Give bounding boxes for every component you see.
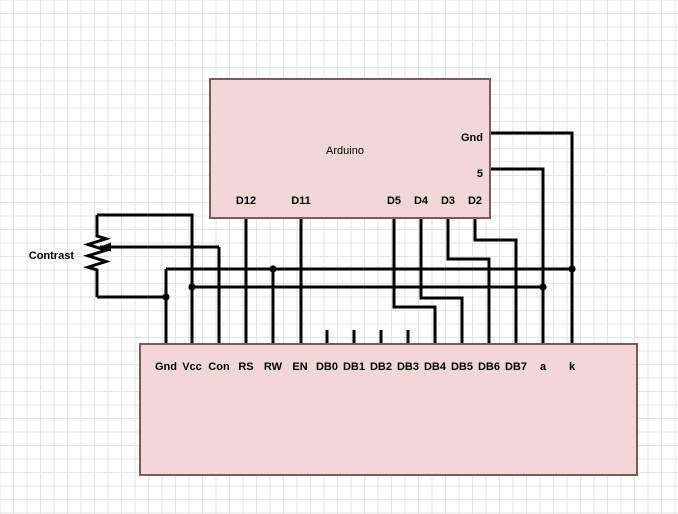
- arduino-5v-to-a: [483, 167, 545, 287]
- arduino-body[interactable]: [209, 78, 491, 219]
- d4-to-db5: [419, 218, 464, 344]
- pot-top-to-vcc: [97, 213, 194, 287]
- junction-a-power: [539, 283, 547, 291]
- junction-rw-gnd: [269, 265, 277, 273]
- lcd-body[interactable]: [139, 343, 638, 476]
- junction-lcd-gnd: [162, 293, 170, 301]
- potentiometer-resistor[interactable]: [82, 215, 112, 297]
- d3-to-db6: [446, 218, 491, 344]
- pot-bottom-to-gnd: [97, 269, 168, 299]
- d2-to-db7: [473, 218, 518, 344]
- junction-lcd-vcc: [188, 283, 196, 291]
- potentiometer-wiper-arrow[interactable]: [100, 242, 111, 252]
- d5-to-db4: [392, 218, 437, 344]
- junction-k-ground: [568, 265, 576, 273]
- arduino-gnd-to-k: [483, 131, 574, 269]
